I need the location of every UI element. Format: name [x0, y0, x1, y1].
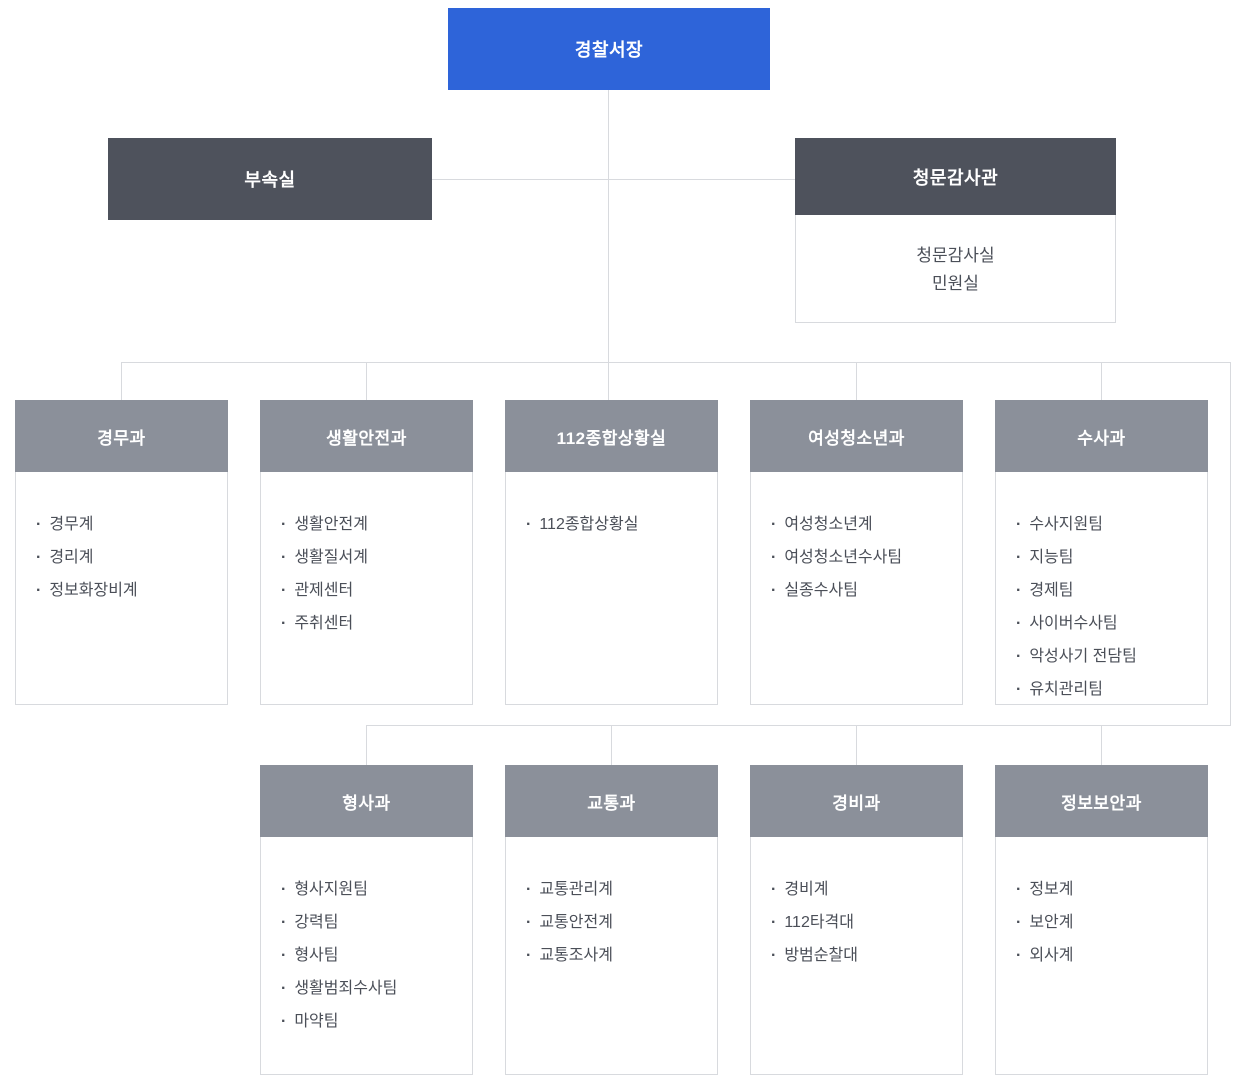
sub-unit-item: 주취센터: [281, 607, 464, 640]
sub-unit-item: 강력팀: [281, 906, 464, 939]
sub-unit-item: 여성청소년수사팀: [771, 541, 954, 574]
dept-general-affairs: 경무과 경무계 경리계 정보화장비계: [15, 400, 228, 705]
sub-unit-item: 방범순찰대: [771, 939, 954, 972]
dept-investigation: 수사과 수사지원팀 지능팀 경제팀 사이버수사팀 악성사기 전담팀 유치관리팀: [995, 400, 1208, 705]
audit-inspector-units: 청문감사실 민원실: [795, 215, 1116, 323]
sub-unit-item: 청문감사실: [916, 246, 995, 265]
sub-unit-item: 경제팀: [1016, 574, 1199, 607]
sub-unit-item: 형사팀: [281, 939, 464, 972]
sub-unit-item: 생활범죄수사팀: [281, 972, 464, 1005]
dept-112-situation-room-units: 112종합상황실: [506, 472, 717, 541]
dept-traffic-header: 교통과: [505, 765, 718, 837]
audit-inspector-box: 청문감사관: [795, 138, 1116, 215]
connector-row1-horizontal: [121, 362, 1231, 363]
sub-unit-item: 경리계: [36, 541, 219, 574]
connector-row2-stub-4: [1101, 725, 1102, 765]
sub-unit-item: 보안계: [1016, 906, 1199, 939]
sub-unit-item: 정보화장비계: [36, 574, 219, 607]
dept-intelligence-security-header: 정보보안과: [995, 765, 1208, 837]
police-chief-box: 경찰서장: [448, 8, 770, 90]
dept-women-juvenile-units: 여성청소년계 여성청소년수사팀 실종수사팀: [751, 472, 962, 607]
connector-staff-horizontal: [432, 179, 795, 180]
sub-unit-item: 생활질서계: [281, 541, 464, 574]
dept-life-safety-units: 생활안전계 생활질서계 관제센터 주취센터: [261, 472, 472, 640]
annex-office-label: 부속실: [244, 170, 296, 190]
sub-unit-item: 교통조사계: [526, 939, 709, 972]
sub-unit-item: 교통관리계: [526, 873, 709, 906]
connector-chief-vertical: [608, 90, 609, 400]
dept-criminal-affairs-units: 형사지원팀 강력팀 형사팀 생활범죄수사팀 마약팀: [261, 837, 472, 1038]
sub-unit-item: 외사계: [1016, 939, 1199, 972]
sub-unit-item: 지능팀: [1016, 541, 1199, 574]
sub-unit-item: 민원실: [932, 274, 979, 293]
sub-unit-item: 112종합상황실: [526, 508, 709, 541]
dept-intelligence-security-units: 정보계 보안계 외사계: [996, 837, 1207, 972]
connector-row1-stub-5: [1101, 362, 1102, 400]
sub-unit-item: 수사지원팀: [1016, 508, 1199, 541]
dept-traffic-units: 교통관리계 교통안전계 교통조사계: [506, 837, 717, 972]
annex-office-box: 부속실: [108, 138, 432, 220]
dept-security-guard: 경비과 경비계 112타격대 방범순찰대: [750, 765, 963, 1075]
connector-right-vertical: [1230, 362, 1231, 726]
connector-row2-horizontal: [366, 725, 1231, 726]
connector-row2-stub-2: [611, 725, 612, 765]
audit-inspector-label: 청문감사관: [912, 167, 999, 188]
sub-unit-item: 악성사기 전담팀: [1016, 640, 1199, 673]
sub-unit-item: 관제센터: [281, 574, 464, 607]
dept-life-safety-header: 생활안전과: [260, 400, 473, 472]
sub-unit-item: 생활안전계: [281, 508, 464, 541]
connector-row1-stub-4: [856, 362, 857, 400]
police-chief-label: 경찰서장: [574, 40, 644, 60]
dept-investigation-units: 수사지원팀 지능팀 경제팀 사이버수사팀 악성사기 전담팀 유치관리팀: [996, 472, 1207, 706]
dept-criminal-affairs: 형사과 형사지원팀 강력팀 형사팀 생활범죄수사팀 마약팀: [260, 765, 473, 1075]
dept-112-situation-room: 112종합상황실 112종합상황실: [505, 400, 718, 705]
connector-row1-stub-1: [121, 362, 122, 400]
dept-criminal-affairs-header: 형사과: [260, 765, 473, 837]
sub-unit-item: 실종수사팀: [771, 574, 954, 607]
dept-investigation-header: 수사과: [995, 400, 1208, 472]
sub-unit-item: 112타격대: [771, 906, 954, 939]
dept-intelligence-security: 정보보안과 정보계 보안계 외사계: [995, 765, 1208, 1075]
connector-row2-stub-1: [366, 725, 367, 765]
sub-unit-item: 여성청소년계: [771, 508, 954, 541]
sub-unit-item: 교통안전계: [526, 906, 709, 939]
connector-row2-stub-3: [856, 725, 857, 765]
sub-unit-item: 정보계: [1016, 873, 1199, 906]
dept-traffic: 교통과 교통관리계 교통안전계 교통조사계: [505, 765, 718, 1075]
sub-unit-item: 형사지원팀: [281, 873, 464, 906]
dept-general-affairs-header: 경무과: [15, 400, 228, 472]
sub-unit-item: 마약팀: [281, 1005, 464, 1038]
sub-unit-item: 경비계: [771, 873, 954, 906]
dept-women-juvenile: 여성청소년과 여성청소년계 여성청소년수사팀 실종수사팀: [750, 400, 963, 705]
dept-women-juvenile-header: 여성청소년과: [750, 400, 963, 472]
sub-unit-item: 사이버수사팀: [1016, 607, 1199, 640]
dept-112-situation-room-header: 112종합상황실: [505, 400, 718, 472]
sub-unit-item: 경무계: [36, 508, 219, 541]
connector-row1-stub-2: [366, 362, 367, 400]
dept-security-guard-units: 경비계 112타격대 방범순찰대: [751, 837, 962, 972]
dept-general-affairs-units: 경무계 경리계 정보화장비계: [16, 472, 227, 607]
dept-security-guard-header: 경비과: [750, 765, 963, 837]
dept-life-safety: 생활안전과 생활안전계 생활질서계 관제센터 주취센터: [260, 400, 473, 705]
sub-unit-item: 유치관리팀: [1016, 673, 1199, 706]
